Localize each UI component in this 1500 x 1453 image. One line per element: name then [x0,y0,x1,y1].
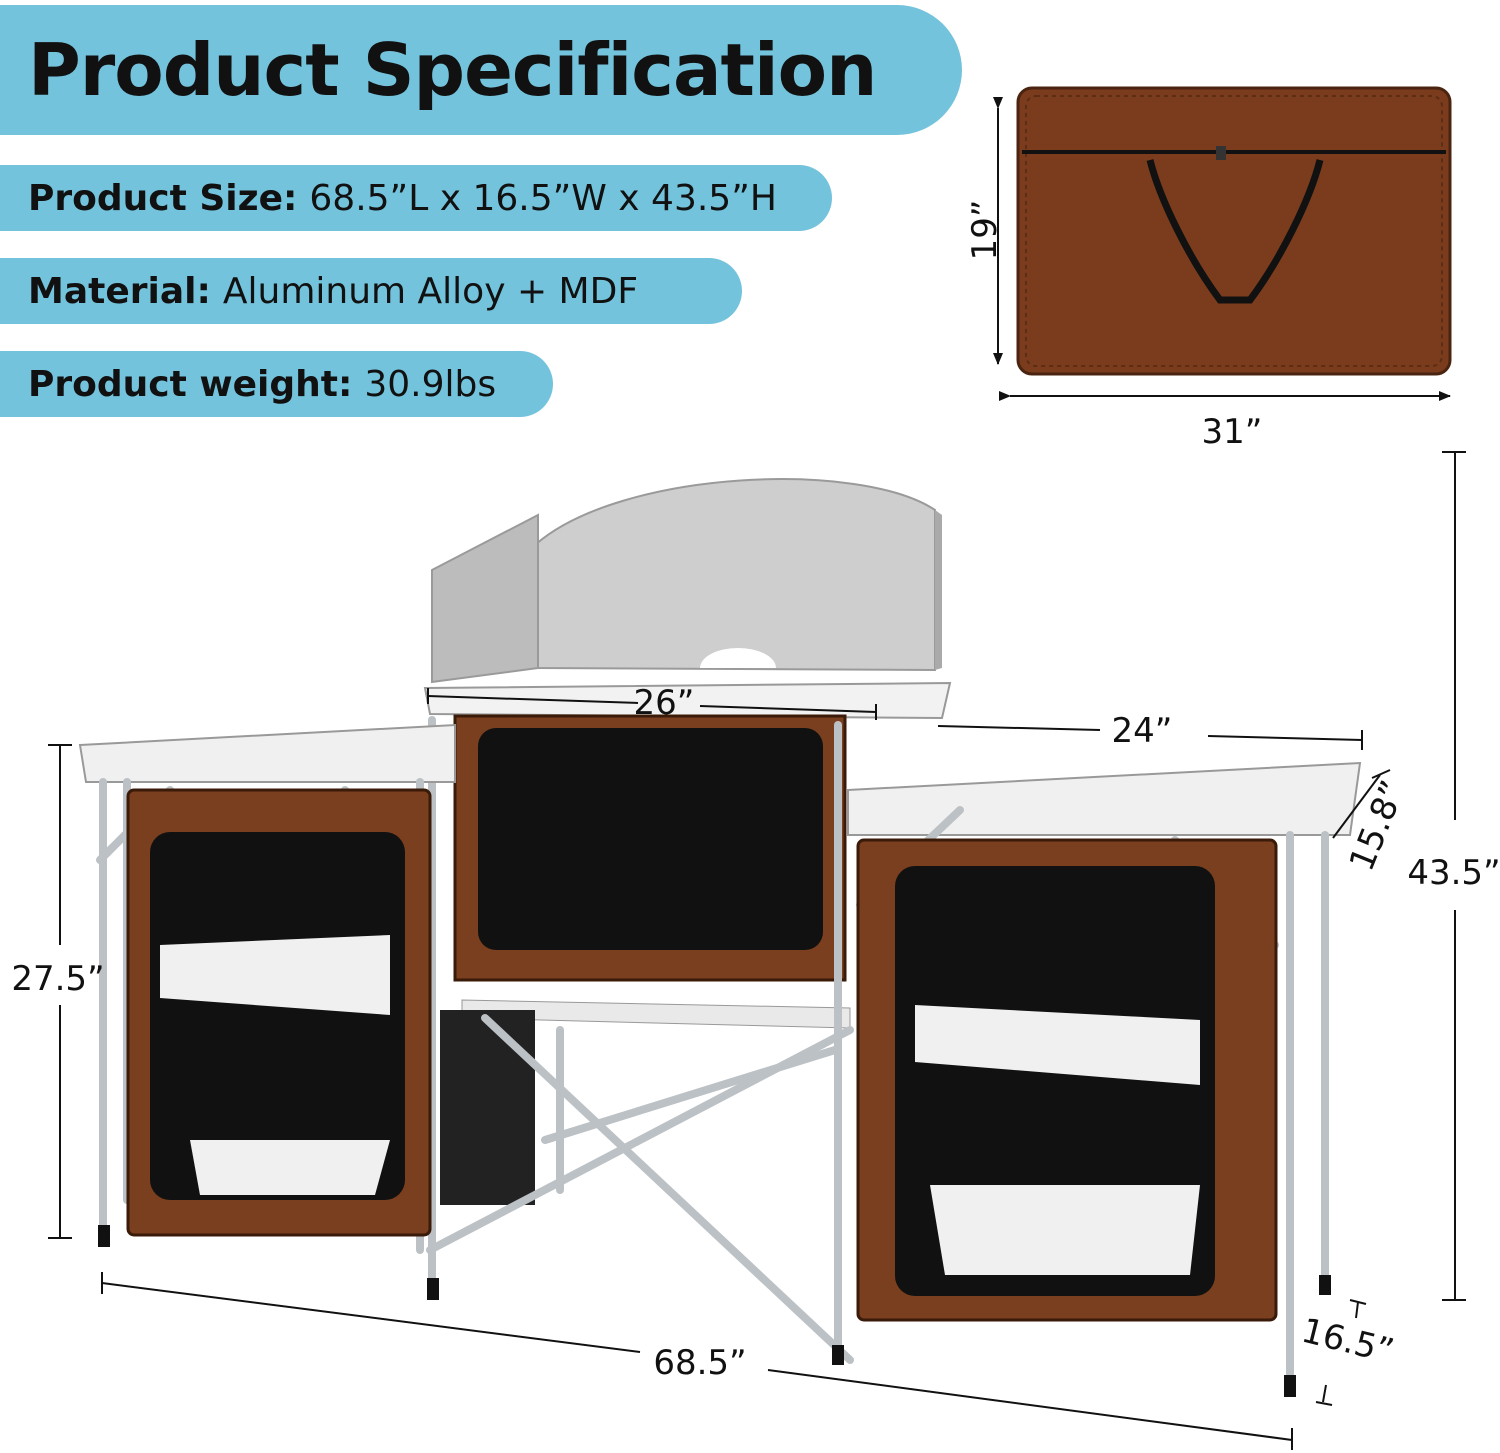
bag-handle [1146,159,1324,304]
carry-bag-image [1016,86,1452,376]
title-banner: Product Specification [0,5,962,135]
bag-width-label: 31” [1202,412,1263,452]
total-height-label: 43.5” [1407,853,1500,893]
total-length-label: 68.5” [653,1343,746,1383]
page-title: Product Specification [28,28,877,112]
spec-value: 30.9lbs [364,363,497,405]
table-height-label: 27.5” [11,959,104,999]
total-depth-label: 16.5” [1298,1311,1398,1372]
spec-label: Product weight: [28,363,353,405]
spec-value: Aluminum Alloy + MDF [222,270,639,312]
spec-weight: Product weight: 30.9lbs [0,351,553,417]
bag-height-label: 19” [965,200,1005,261]
spec-label: Material: [28,270,211,312]
spec-material: Material: Aluminum Alloy + MDF [0,258,742,324]
spec-product-size: Product Size: 68.5”L x 16.5”W x 43.5”H [0,165,832,231]
side-width-label: 24” [1112,711,1173,751]
spec-value: 68.5”L x 16.5”W x 43.5”H [309,177,777,219]
camp-kitchen-image [78,478,1362,1397]
spec-label: Product Size: [28,177,298,219]
center-width-label: 26” [634,683,695,723]
